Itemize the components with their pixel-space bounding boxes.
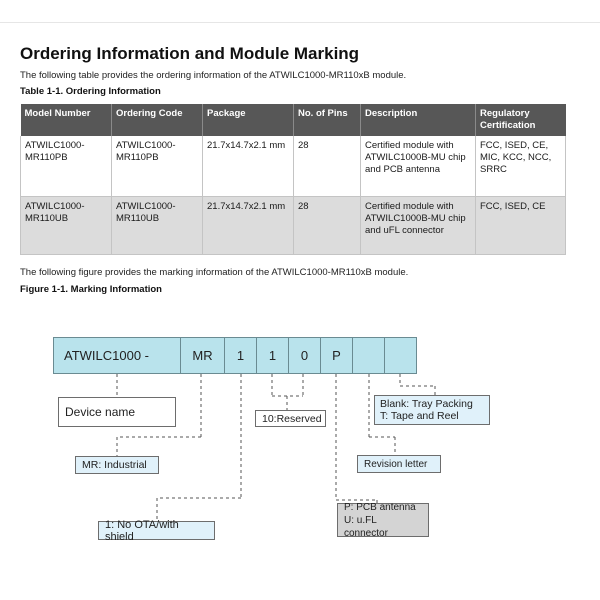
- header-pins: No. of Pins: [293, 104, 361, 136]
- label-reserved: 10:Reserved: [255, 410, 326, 427]
- marking-cell-antenna: P: [320, 337, 353, 374]
- cell-pins: 28: [293, 136, 361, 197]
- cell-cert: FCC, ISED, CE: [475, 196, 566, 255]
- label-revision: Revision letter: [357, 455, 441, 473]
- cell-description: Certified module with ATWILC1000B-MU chi…: [360, 136, 476, 197]
- label-antenna: P: PCB antenna U: u.FL connector: [337, 501, 429, 539]
- marking-cell-device: ATWILC1000 -: [53, 337, 181, 374]
- cell-pins: 28: [293, 196, 361, 255]
- table-header-row: Model Number Ordering Code Package No. o…: [20, 104, 566, 136]
- cell-model: ATWILC1000-MR110PB: [20, 136, 112, 197]
- label-device-name: Device name: [58, 397, 176, 427]
- label-ota-shield: 1: No OTA/with shield: [98, 519, 215, 543]
- label-packing-tape: T: Tape and Reel: [380, 410, 459, 422]
- header-package: Package: [202, 104, 294, 136]
- cell-code: ATWILC1000-MR110PB: [111, 136, 203, 197]
- marking-cell-reserved-1: 1: [256, 337, 289, 374]
- cell-cert: FCC, ISED, CE, MIC, KCC, NCC, SRRC: [475, 136, 566, 197]
- figure-caption: Figure 1-1. Marking Information: [20, 284, 162, 295]
- header-model-number: Model Number: [20, 104, 112, 136]
- header-certification: Regulatory Certification: [475, 104, 566, 136]
- header-ordering-code: Ordering Code: [111, 104, 203, 136]
- top-divider: [0, 22, 600, 23]
- label-antenna-ufl: U: u.FL connector: [344, 514, 388, 539]
- cell-package: 21.7x14.7x2.1 mm: [202, 136, 294, 197]
- marking-cell-revision: [352, 337, 385, 374]
- cell-description: Certified module with ATWILC1000B-MU chi…: [360, 196, 476, 255]
- marking-cell-packing: [384, 337, 417, 374]
- label-packing-blank: Blank: Tray Packing: [380, 398, 473, 410]
- label-packing: Blank: Tray Packing T: Tape and Reel: [374, 395, 490, 425]
- page-heading: Ordering Information and Module Marking: [20, 44, 360, 63]
- marking-cell-mr: MR: [180, 337, 225, 374]
- marking-cell-reserved-2: 0: [288, 337, 321, 374]
- table-intro-text: The following table provides the orderin…: [20, 70, 407, 81]
- ordering-table: Model Number Ordering Code Package No. o…: [20, 104, 566, 255]
- cell-code: ATWILC1000-MR110UB: [111, 196, 203, 255]
- label-antenna-pcb: P: PCB antenna: [344, 501, 416, 513]
- header-description: Description: [360, 104, 476, 136]
- table-row: ATWILC1000-MR110UB ATWILC1000-MR110UB 21…: [20, 196, 566, 255]
- figure-intro-text: The following figure provides the markin…: [20, 267, 409, 278]
- label-industrial: MR: Industrial: [75, 456, 159, 474]
- table-caption: Table 1-1. Ordering Information: [20, 86, 161, 97]
- marking-cell-ota: 1: [224, 337, 257, 374]
- cell-package: 21.7x14.7x2.1 mm: [202, 196, 294, 255]
- table-row: ATWILC1000-MR110PB ATWILC1000-MR110PB 21…: [20, 136, 566, 197]
- cell-model: ATWILC1000-MR110UB: [20, 196, 112, 255]
